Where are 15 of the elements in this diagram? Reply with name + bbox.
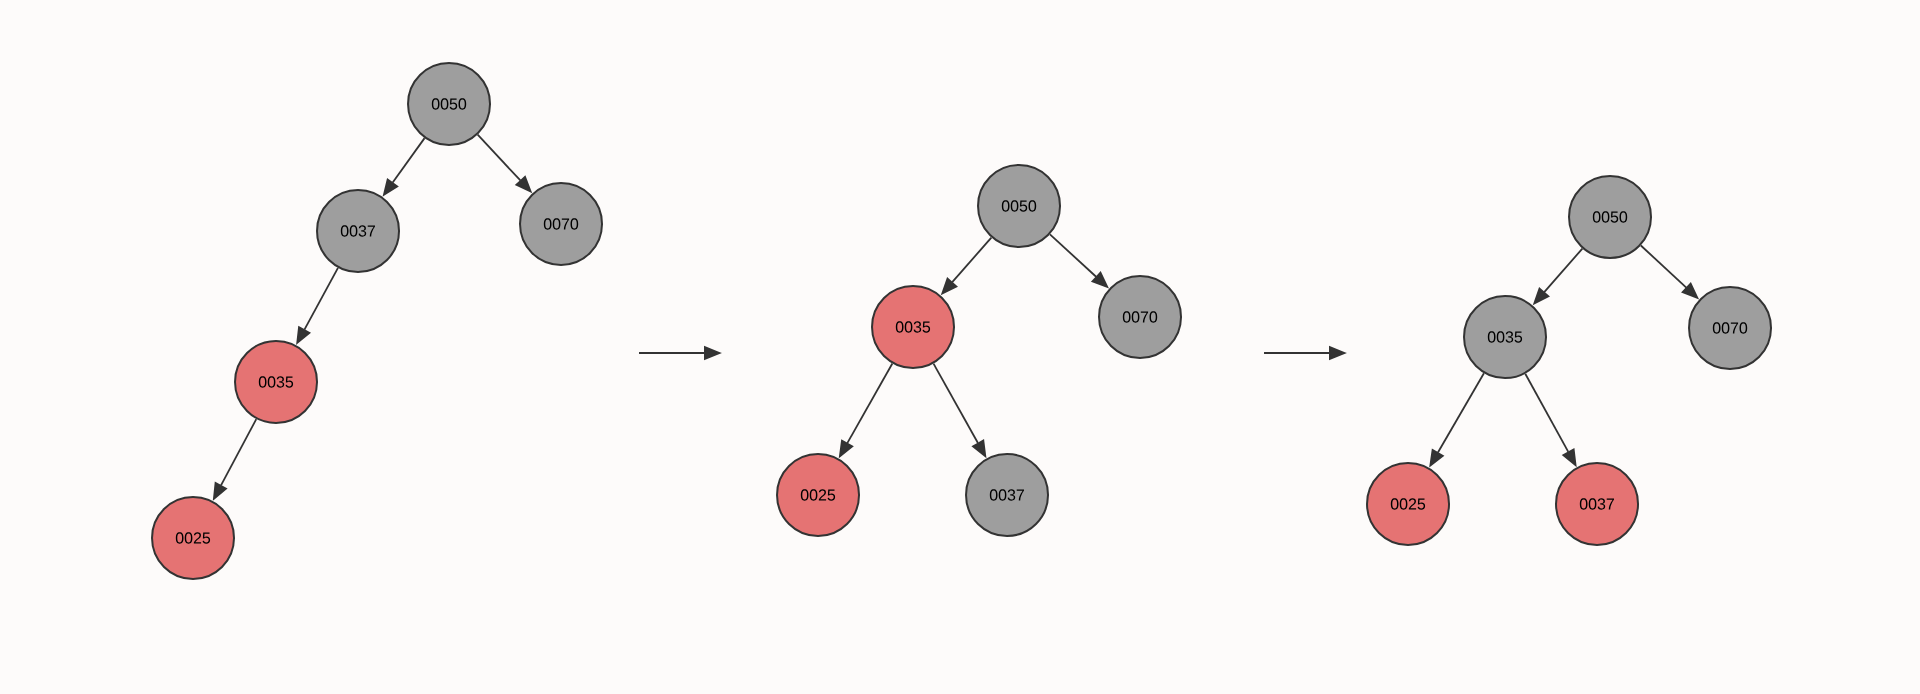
tree-node: 0070: [1098, 275, 1182, 359]
tree-node: 0037: [965, 453, 1049, 537]
tree-node: 0070: [519, 182, 603, 266]
tree-node: 0037: [316, 189, 400, 273]
tree-node: 0050: [977, 164, 1061, 248]
tree-node: 0050: [407, 62, 491, 146]
tree-node: 0035: [1463, 295, 1547, 379]
tree-node: 0035: [871, 285, 955, 369]
tree-node: 0037: [1555, 462, 1639, 546]
tree-node: 0025: [151, 496, 235, 580]
tree-node: 0050: [1568, 175, 1652, 259]
tree-node: 0070: [1688, 286, 1772, 370]
tree-node: 0025: [1366, 462, 1450, 546]
tree-node: 0025: [776, 453, 860, 537]
tree-node: 0035: [234, 340, 318, 424]
